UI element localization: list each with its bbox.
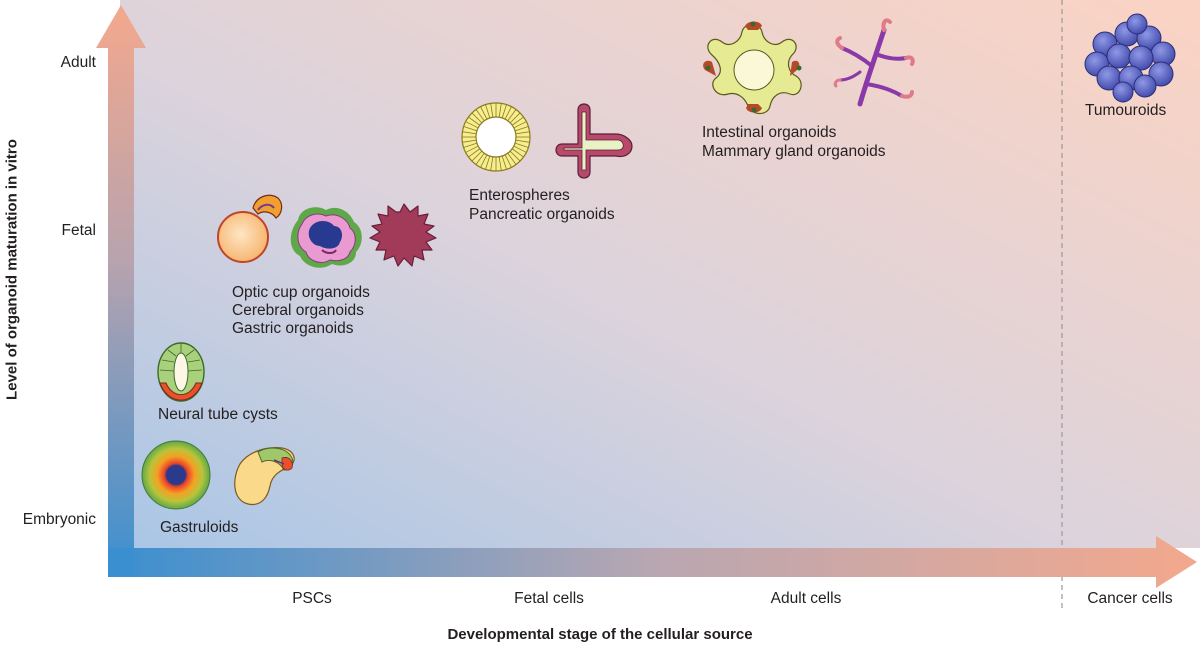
label-optic-cup-organoids: Optic cup organoids [232, 284, 370, 301]
pancreatic-organoid-icon [555, 103, 633, 179]
axis-origin [108, 548, 134, 577]
label-enterospheres: Enterospheres [469, 187, 570, 204]
x-axis-arrow [108, 536, 1197, 588]
x-tick-cancer-cells: Cancer cells [1087, 590, 1173, 607]
tumouroid-icon [1084, 13, 1176, 103]
label-mammary-gland-organoids: Mammary gland organoids [702, 143, 886, 160]
y-tick-adult: Adult [60, 54, 96, 71]
y-axis-arrow [96, 5, 146, 577]
enterosphere-icon [461, 102, 531, 172]
label-tumouroids: Tumouroids [1085, 102, 1167, 119]
label-gastruloids: Gastruloids [160, 519, 239, 536]
y-tick-fetal: Fetal [61, 222, 96, 239]
x-tick-adult-cells: Adult cells [770, 590, 842, 607]
label-gastric-organoids: Gastric organoids [232, 320, 354, 337]
label-intestinal-organoids: Intestinal organoids [702, 124, 837, 141]
x-tick-fetal-cells: Fetal cells [514, 590, 584, 607]
label-pancreatic-organoids: Pancreatic organoids [469, 206, 615, 223]
gastric-organoid-icon [369, 203, 437, 267]
intestinal-organoid-icon [703, 21, 802, 115]
gastruloid-disc-icon [141, 440, 211, 510]
gastruloid-elongated-icon [234, 447, 295, 506]
y-tick-embryonic: Embryonic [22, 511, 96, 528]
neural-tube-cyst-icon [157, 342, 205, 402]
label-neural-tube-cysts: Neural tube cysts [158, 406, 278, 423]
y-axis-title: Level of organoid maturation in vitro [3, 139, 21, 400]
x-tick-pscs: PSCs [292, 590, 332, 607]
x-axis-title: Developmental stage of the cellular sour… [447, 626, 753, 643]
background-gradient [120, 0, 1200, 548]
label-cerebral-organoids: Cerebral organoids [232, 302, 364, 319]
mammary-gland-organoid-icon [833, 18, 915, 107]
optic-cup-organoid-icon [217, 194, 283, 263]
cerebral-organoid-icon [290, 207, 362, 268]
